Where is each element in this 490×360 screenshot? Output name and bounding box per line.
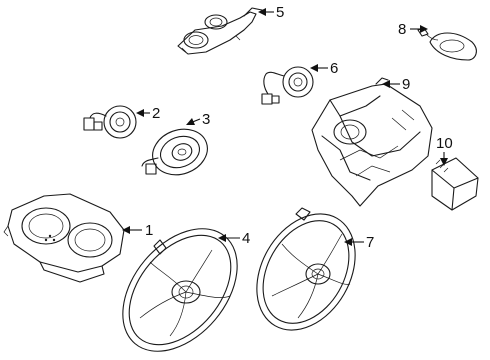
part-8-tweeter [417,27,477,61]
callout-4: 4 [218,230,250,247]
callout-3: 3 [186,111,210,128]
callout-2: 2 [136,105,160,122]
callout-label-8: 8 [398,21,406,38]
callout-6: 6 [310,60,338,77]
callout-1: 1 [122,222,153,239]
callout-label-9: 9 [402,76,410,93]
part-5-tweeter-bracket [177,7,263,55]
callout-10: 10 [436,135,453,166]
callout-5: 5 [258,4,284,21]
callout-label-3: 3 [202,111,210,128]
callout-label-1: 1 [145,222,153,239]
callout-label-6: 6 [330,60,338,77]
callout-7: 7 [344,234,374,251]
callout-label-5: 5 [276,4,284,21]
part-3-speaker [141,128,208,176]
callout-label-7: 7 [366,234,374,251]
callout-label-2: 2 [152,105,160,122]
callout-label-4: 4 [242,230,250,247]
callout-9: 9 [382,76,410,93]
part-7-fan-assembly [256,207,356,331]
part-1-speaker-enclosure [3,193,125,283]
callout-label-10: 10 [436,135,453,152]
callout-8: 8 [398,21,428,38]
part-10-control-module [431,157,479,211]
part-6-speaker [261,66,314,105]
part-2-speaker [83,105,137,139]
part-9-blower-assembly [311,77,433,207]
